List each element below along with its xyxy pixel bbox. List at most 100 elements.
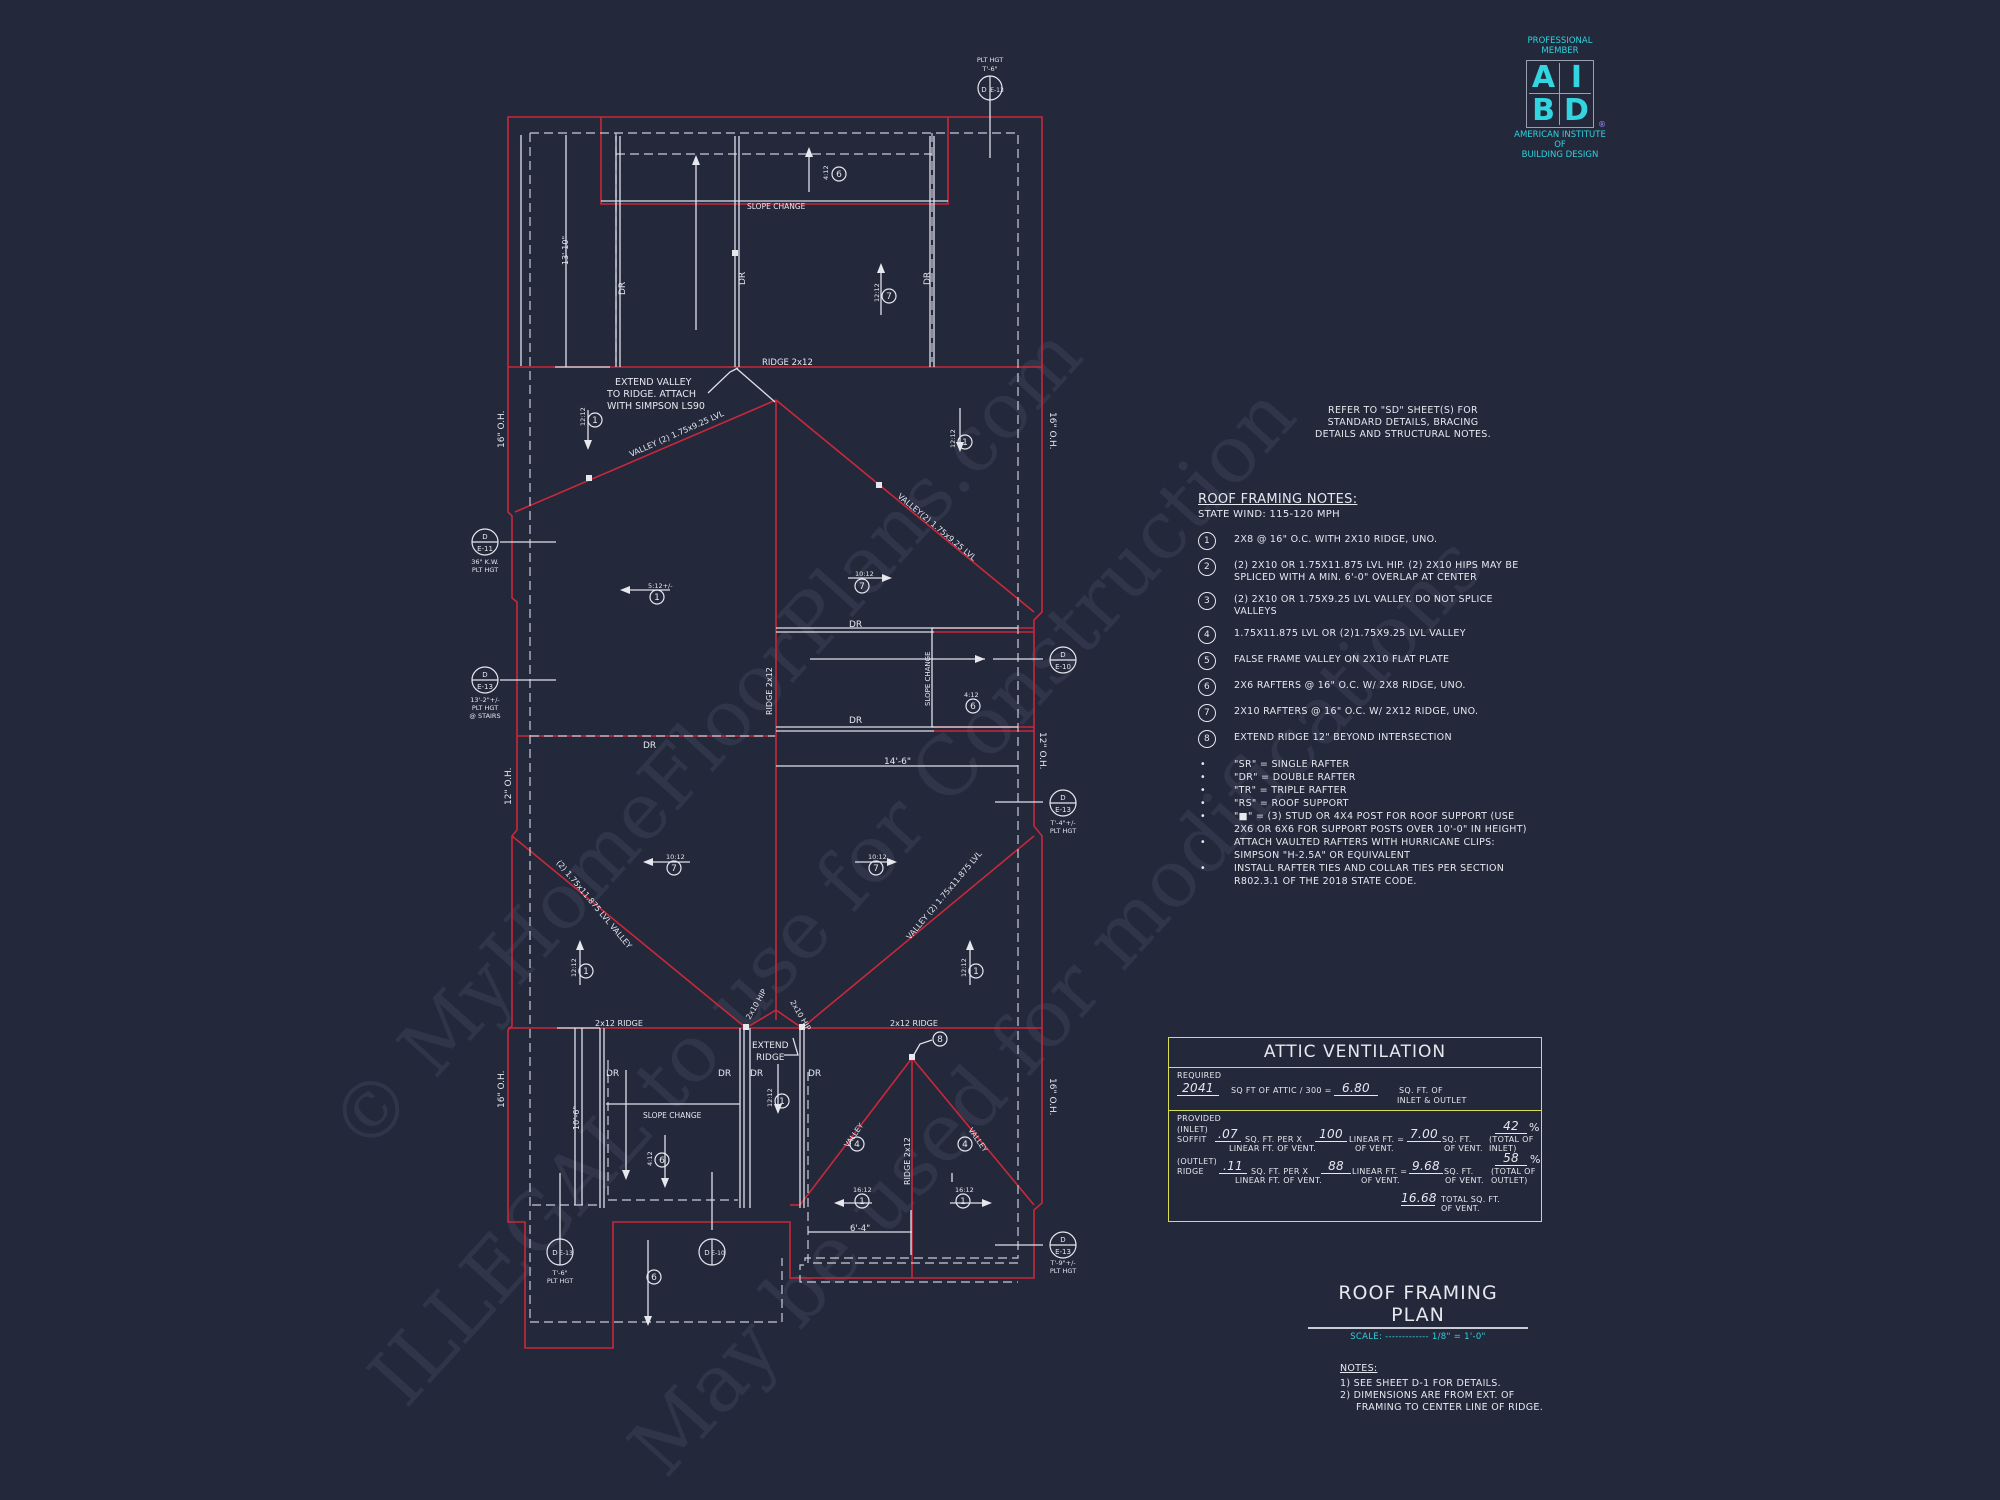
logo-letter-b: B xyxy=(1532,92,1555,128)
svg-text:12:12: 12:12 xyxy=(579,407,587,426)
inlet-label: (INLET) xyxy=(1177,1125,1209,1134)
svg-text:T'-9"+/-: T'-9"+/- xyxy=(1049,1259,1076,1267)
svg-text:DR: DR xyxy=(643,741,656,751)
bullet-text: "■" = (3) STUD OR 4x4 POST FOR ROOF SUPP… xyxy=(1234,811,1527,835)
svg-text:SLOPE CHANGE: SLOPE CHANGE xyxy=(747,202,806,211)
note-number-icon: 2 xyxy=(1198,558,1216,576)
bullet-icon: • xyxy=(1200,798,1206,809)
svg-text:7: 7 xyxy=(671,864,677,874)
drawing-scale: SCALE: ------------- 1/8" = 1'-0" xyxy=(1350,1332,1486,1342)
sqft-text-2: OF VENT. xyxy=(1444,1144,1483,1153)
bullet-text: "TR" = TRIPLE RAFTER xyxy=(1234,785,1347,796)
outlet-area: 9.68 xyxy=(1409,1159,1443,1174)
required-unit: SQ. FT. OF xyxy=(1399,1086,1443,1095)
svg-text:1: 1 xyxy=(779,1097,785,1107)
svg-text:(2) 1.75x11.875 LVL VALLEY: (2) 1.75x11.875 LVL VALLEY xyxy=(554,859,633,951)
required-formula: SQ FT OF ATTIC / 300 = xyxy=(1231,1086,1332,1095)
svg-text:4:12: 4:12 xyxy=(964,691,979,699)
svg-text:D: D xyxy=(1060,794,1065,802)
svg-text:DR: DR xyxy=(618,282,628,295)
svg-text:1: 1 xyxy=(962,438,968,448)
svg-text:DR: DR xyxy=(849,716,862,726)
roof-note-item: 12x8 @ 16" O.C. WITH 2x10 RIDGE, UNO. xyxy=(1198,532,1528,550)
arrowheads xyxy=(576,147,992,1326)
svg-text:7: 7 xyxy=(859,582,865,592)
logo-letter-a: A xyxy=(1531,59,1556,95)
svg-text:1: 1 xyxy=(859,1197,865,1207)
bullet-text: INSTALL RAFTER TIES AND COLLAR TIES PER … xyxy=(1234,863,1505,887)
rafter-lines xyxy=(500,98,1043,1322)
bullet-icon: • xyxy=(1200,837,1206,848)
note-number-icon: 8 xyxy=(1198,730,1216,748)
sqft-text-2: OF VENT. xyxy=(1445,1176,1484,1185)
note-text: 2x10 RAFTERS @ 16" O.C. W/ 2x12 RIDGE, U… xyxy=(1234,706,1479,717)
wind-speed-note: STATE Wind: 115-120 mph xyxy=(1198,509,1340,520)
svg-text:TO RIDGE. ATTACH: TO RIDGE. ATTACH xyxy=(606,389,696,400)
svg-text:7: 7 xyxy=(873,864,879,874)
outlet-length: 88 xyxy=(1321,1159,1351,1174)
legend-bullet: • "RS" = ROOF SUPPORT xyxy=(1198,797,1528,810)
svg-text:E-10: E-10 xyxy=(711,1250,725,1257)
plan-annotations: SLOPE CHANGE RIDGE 2x12 EXTEND VALLEY TO… xyxy=(469,56,1076,1285)
general-notes: NOTES: 1) SEE SHEET D-1 FOR DETAILS. 2) … xyxy=(1340,1363,1543,1414)
bullet-icon: • xyxy=(1200,863,1206,874)
scale-label: SCALE: xyxy=(1350,1332,1383,1342)
svg-text:16:12: 16:12 xyxy=(853,1186,872,1194)
bullet-icon: • xyxy=(1200,785,1206,796)
svg-text:2x12 RIDGE: 2x12 RIDGE xyxy=(890,1019,938,1028)
lin-text-2: OF VENT. xyxy=(1355,1144,1394,1153)
svg-text:RIDGE 2x12: RIDGE 2x12 xyxy=(765,667,774,715)
note-number-icon: 6 xyxy=(1198,678,1216,696)
percent-symbol: % xyxy=(1529,1121,1540,1134)
note-text: EXTEND RIDGE 12" BEYOND INTERSECTION xyxy=(1234,732,1452,743)
overhang-dashed-lines xyxy=(529,132,1019,1323)
ridge-label: RIDGE xyxy=(1177,1167,1204,1176)
svg-text:@ STAIRS: @ STAIRS xyxy=(469,712,500,720)
inlet-percent-text: (TOTAL OF INLET) xyxy=(1489,1135,1534,1153)
svg-text:4:12: 4:12 xyxy=(646,1151,654,1166)
svg-text:DR: DR xyxy=(808,1069,821,1079)
required-unit-2: INLET & OUTLET xyxy=(1397,1096,1467,1105)
svg-text:14'-6": 14'-6" xyxy=(884,757,911,767)
bullet-text: ATTACH VAULTED RAFTERS WITH HURRICANE CL… xyxy=(1234,837,1495,861)
svg-text:6: 6 xyxy=(970,702,976,712)
per-text-2: LINEAR FT. OF VENT. xyxy=(1229,1144,1317,1153)
svg-text:16" O.H.: 16" O.H. xyxy=(497,1070,507,1108)
bullet-text: "RS" = ROOF SUPPORT xyxy=(1234,798,1349,809)
svg-text:7: 7 xyxy=(886,292,892,302)
lin-text: LINEAR FT. = xyxy=(1349,1135,1405,1144)
svg-text:16:12: 16:12 xyxy=(955,1186,974,1194)
svg-text:D: D xyxy=(981,86,986,94)
svg-text:DR: DR xyxy=(923,272,933,285)
logo-top-line1: PROFESSIONAL xyxy=(1527,36,1593,46)
logo-bottom-line2: OF xyxy=(1554,140,1566,150)
svg-text:DR: DR xyxy=(750,1069,763,1079)
logo-top-line2: MEMBER xyxy=(1541,46,1579,56)
percent-symbol: % xyxy=(1530,1153,1541,1166)
outlet-percent-text: (TOTAL OF OUTLET) xyxy=(1491,1167,1536,1185)
svg-text:EXTEND: EXTEND xyxy=(752,1041,789,1051)
per-text: SQ. FT. PER x xyxy=(1245,1135,1303,1144)
svg-text:DR: DR xyxy=(849,620,862,630)
bullet-icon: • xyxy=(1200,759,1206,770)
svg-text:RIDGE 2x12: RIDGE 2x12 xyxy=(762,358,813,368)
scale-value: 1/8" = 1'-0" xyxy=(1431,1332,1486,1342)
svg-text:13'-10": 13'-10" xyxy=(561,236,570,265)
svg-text:PLT HGT: PLT HGT xyxy=(472,704,498,712)
svg-text:12" O.H.: 12" O.H. xyxy=(504,767,514,805)
svg-text:4: 4 xyxy=(962,1140,968,1150)
svg-text:SLOPE CHANGE: SLOPE CHANGE xyxy=(924,652,932,707)
roof-framing-notes: ROOF FRAMING NOTES: STATE Wind: 115-120 … xyxy=(1198,492,1528,888)
svg-text:VALLEY(2) 1.75x9.25 LVL: VALLEY(2) 1.75x9.25 LVL xyxy=(896,492,978,563)
svg-text:4:12: 4:12 xyxy=(822,165,830,180)
note-text: 2x8 @ 16" O.C. WITH 2x10 RIDGE, UNO. xyxy=(1234,534,1438,545)
svg-text:PLT HGT: PLT HGT xyxy=(547,1277,573,1285)
svg-text:D: D xyxy=(482,671,487,679)
svg-text:D: D xyxy=(552,1249,557,1257)
total-text: TOTAL SQ. FT. xyxy=(1441,1195,1501,1204)
legend-bullet: • ATTACH VAULTED RAFTERS WITH HURRICANE C… xyxy=(1198,836,1528,862)
svg-text:5:12+/-: 5:12+/- xyxy=(648,582,673,590)
aibd-logo: PROFESSIONAL MEMBER A I B D ® AMERICAN I… xyxy=(1508,36,1612,160)
required-vent-value: 6.80 xyxy=(1334,1081,1378,1096)
svg-text:6'-4": 6'-4" xyxy=(850,1224,870,1234)
